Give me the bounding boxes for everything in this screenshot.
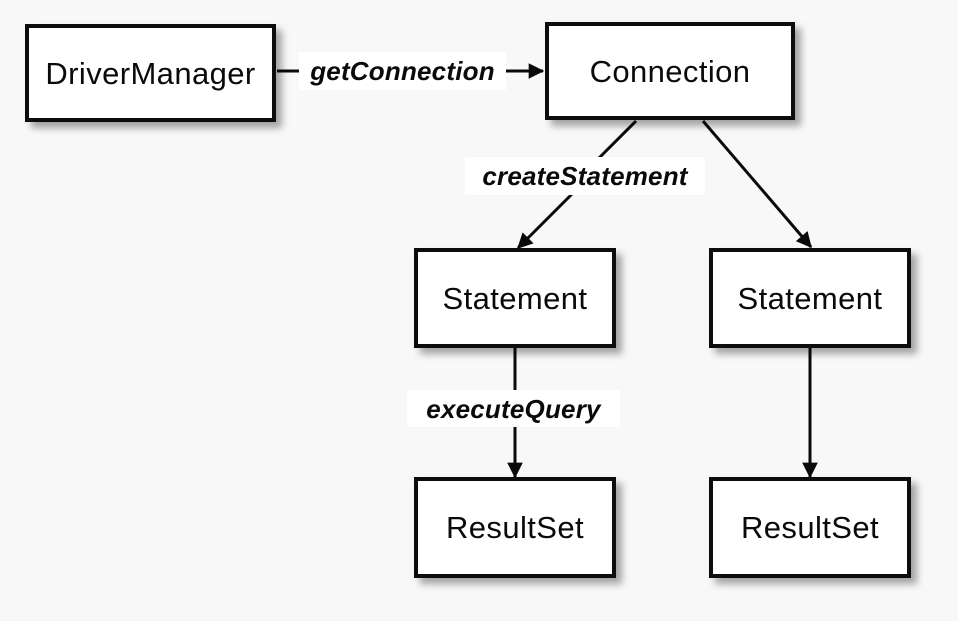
node-statement-left[interactable]: Statement: [414, 248, 616, 348]
edge-label-execute-query: executeQuery: [407, 390, 620, 427]
edge-label-create-statement: createStatement: [465, 157, 705, 195]
node-resultset-right[interactable]: ResultSet: [709, 477, 911, 578]
node-label-driver-manager: DriverManager: [45, 55, 256, 91]
node-statement-right[interactable]: Statement: [709, 248, 911, 348]
node-resultset-left[interactable]: ResultSet: [414, 477, 616, 578]
node-connection[interactable]: Connection: [545, 22, 795, 120]
node-driver-manager[interactable]: DriverManager: [25, 24, 276, 122]
edge-createstatement: [516, 119, 638, 250]
node-label-resultset-left: ResultSet: [446, 510, 584, 545]
edge-label-get-connection: getConnection: [299, 52, 506, 90]
edge-connection-right: [701, 120, 813, 248]
node-label-resultset-right: ResultSet: [741, 510, 879, 545]
node-label-connection: Connection: [589, 53, 751, 89]
node-label-statement-left: Statement: [442, 280, 588, 316]
node-label-statement-right: Statement: [737, 280, 883, 316]
